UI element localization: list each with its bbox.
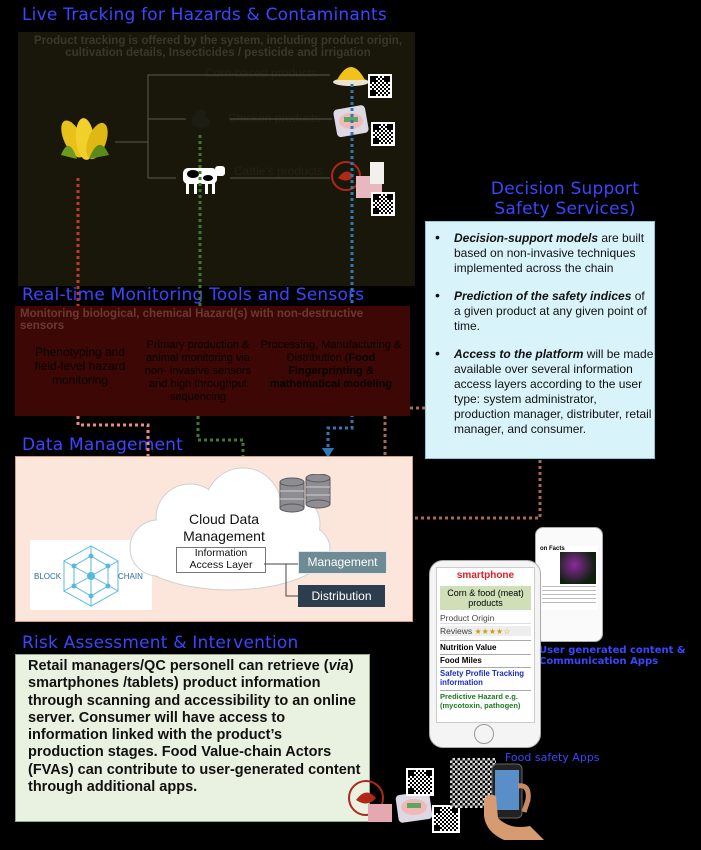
cow-image — [183, 166, 225, 194]
risk-text-via: via — [328, 658, 349, 674]
predictive-hazard-row[interactable]: Predictive Hazard e.g. (mycotoxin, patho… — [440, 690, 531, 710]
qr-code-bottom-1 — [406, 768, 434, 796]
qr-code-chicken — [371, 122, 395, 146]
smartphone-screen: smartphone Corn & food (meat) products P… — [436, 567, 535, 723]
fingerprinting-text: Food Fingerprinting & — [288, 352, 376, 377]
access-connector — [264, 563, 298, 597]
dss-item-models-text: are built based on non-invasive techniqu… — [454, 231, 645, 275]
dss-item-models-bold: Decision-support models — [454, 231, 599, 245]
dss-item-access-text: will be made available over several info… — [454, 347, 654, 436]
nutrition-row[interactable]: Nutrition Value — [440, 640, 531, 652]
risk-text-1: Retail managers/QC personell can retriev… — [28, 658, 329, 674]
dss-list: Decision-support models are built based … — [426, 230, 654, 437]
dss-item-prediction: Prediction of the safety indices of a gi… — [426, 288, 654, 334]
cloud-data-label: Cloud Data Management — [183, 511, 265, 544]
risk-text: Retail managers/QC personell can retriev… — [28, 658, 361, 796]
food-safety-apps-label: Food safety Apps — [505, 751, 600, 764]
decision-support-panel: Decision-support models are built based … — [425, 221, 655, 459]
food-miles-row[interactable]: Food Miles — [440, 654, 531, 665]
qr-code-corn — [368, 74, 392, 98]
corn-image — [61, 118, 109, 160]
dss-item-access-bold: Access to the platform — [454, 347, 584, 361]
chain-label: CHAIN — [118, 572, 143, 581]
dss-item-prediction-bold: Prediction of the safety indices — [454, 289, 632, 303]
monitoring-col-processing: Processing, Manufacturing & Distribution… — [256, 339, 406, 391]
monitoring-subtitle: Monitoring biological, chemical Hazard(s… — [20, 308, 364, 332]
management-button[interactable]: Management — [298, 551, 387, 574]
dss-title: Decision Support Safety Services) — [470, 179, 660, 219]
processing-text: Processing, Manufacturing & Distribution… — [260, 339, 402, 364]
live-tracking-title: Live Tracking for Hazards & Contaminants — [22, 5, 387, 25]
meat-logo-bottom — [348, 780, 392, 822]
rating-stars: ★★★★☆ — [474, 627, 511, 636]
dss-title-line2: Safety Services) — [494, 199, 636, 219]
qr-code-cattle — [371, 192, 395, 216]
dss-item-access: Access to the platform will be made avai… — [426, 346, 654, 437]
dss-item-models: Decision-support models are built based … — [426, 230, 654, 276]
monitoring-col-primary: Primary production & animal monitoring v… — [144, 339, 252, 403]
corn-flour-image — [333, 67, 369, 86]
tablet-image — [560, 552, 596, 584]
qr-code-bottom-2 — [432, 805, 460, 833]
chicken-products-label: Chicken products — [228, 111, 321, 125]
monitoring-col-phenotyping: Phenotyping and field-level hazard monit… — [34, 345, 126, 387]
product-origin-row[interactable]: Product Origin — [440, 613, 531, 624]
monitoring-panel — [15, 306, 410, 416]
smartphone-header: smartphone — [456, 570, 515, 581]
user-content-label: User generated content & Communication A… — [539, 645, 686, 667]
tablet-device: on Facts — [535, 527, 603, 642]
dss-title-line1: Decision Support — [490, 179, 640, 199]
hand-phone-image[interactable] — [480, 756, 550, 840]
tablet-facts-text: on Facts — [540, 546, 565, 552]
reviews-label: Reviews — [440, 626, 473, 636]
cattle-products-label: Cattle's products — [234, 164, 323, 178]
access-layer-box: Information Access Layer — [176, 547, 266, 573]
chicken-package-bottom — [395, 791, 433, 823]
safety-profile-row[interactable]: Safety Profile Tracking information — [440, 667, 531, 687]
chicken-icon — [191, 109, 210, 128]
blockchain-logo — [30, 540, 152, 610]
risk-panel: Retail managers/QC personell can retriev… — [15, 654, 370, 822]
home-button[interactable] — [474, 724, 494, 744]
risk-text-2: smartphones /tablets) product informatio… — [28, 675, 361, 796]
monitoring-title: Real-time Monitoring Tools and Sensors — [22, 285, 365, 305]
corn-products-label: Corn-based products — [205, 66, 318, 80]
block-label: BLOCK — [34, 572, 62, 581]
smartphone-device: smartphone Corn & food (meat) products P… — [429, 560, 541, 748]
data-management-title: Data Management — [22, 435, 183, 455]
tablet-screen: on Facts — [540, 546, 598, 610]
distribution-button[interactable]: Distribution — [298, 585, 385, 607]
chicken-package-image — [333, 105, 369, 138]
risk-assessment-title: Risk Assessment & Intervention — [22, 633, 299, 653]
database-icon — [279, 474, 331, 513]
tracking-description: Product tracking is offered by the syste… — [33, 35, 403, 59]
reviews-row[interactable]: Reviews ★★★★☆ — [440, 626, 531, 636]
tablet-lines — [542, 586, 596, 606]
product-title: Corn & food (meat) products — [440, 586, 531, 610]
modeling-text: mathematical modeling — [269, 378, 393, 390]
dss-item-prediction-text: of a given product at any given point of… — [454, 289, 647, 333]
